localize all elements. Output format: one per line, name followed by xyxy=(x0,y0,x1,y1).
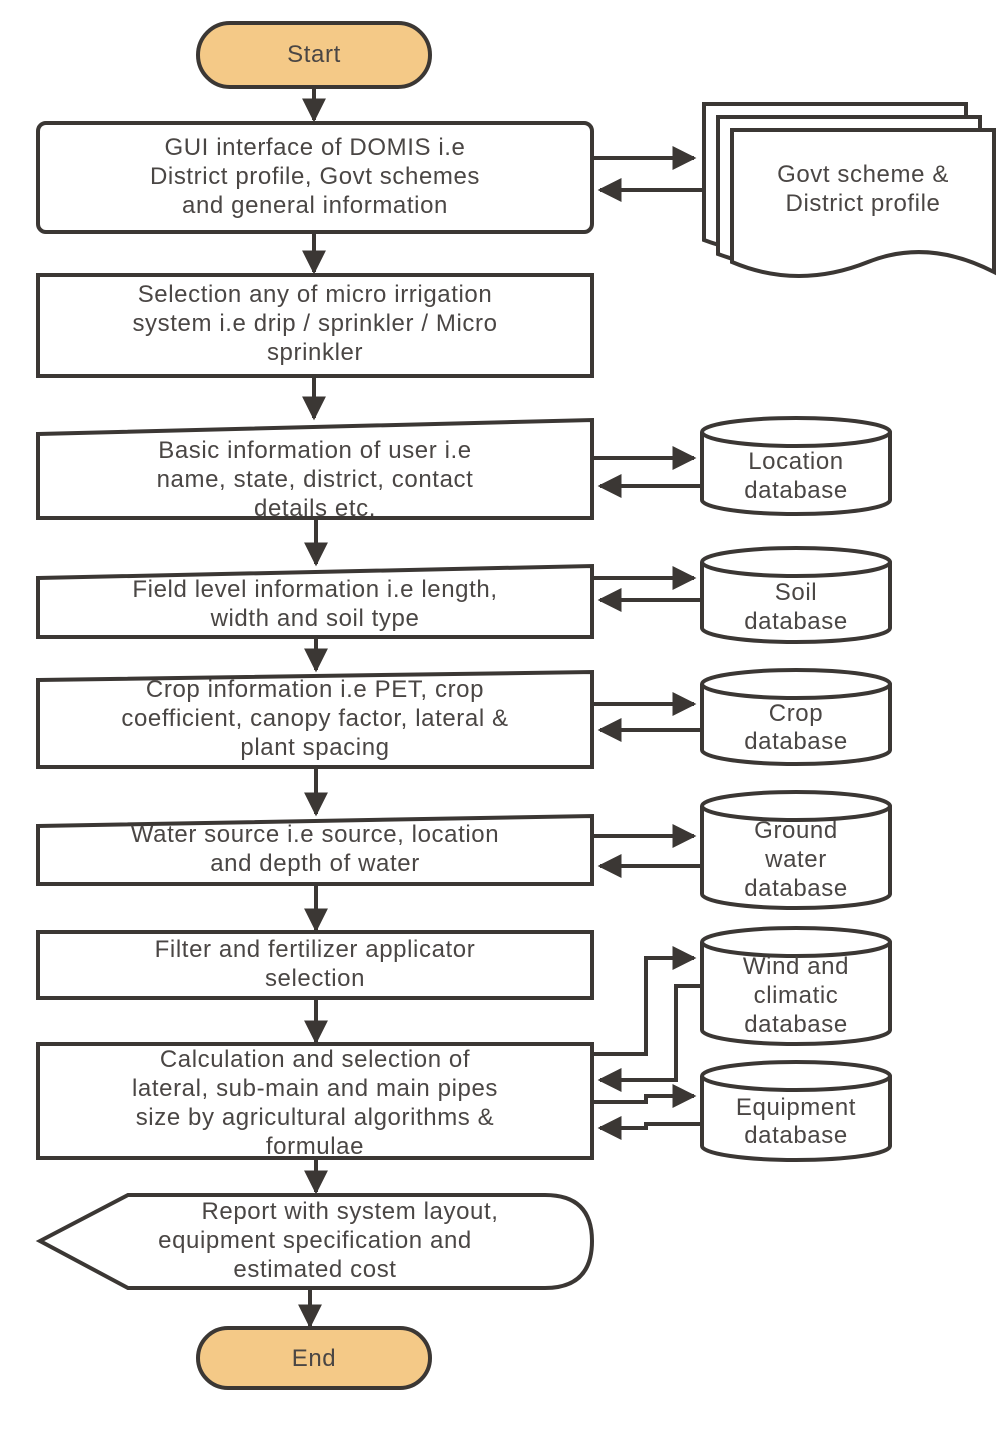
database-line: database xyxy=(744,477,848,504)
report-display: Report with system layout, equipment spe… xyxy=(35,1193,595,1290)
database-wind: Wind and climatic database xyxy=(700,926,892,1046)
database-line: Location xyxy=(748,448,844,475)
database-line: database xyxy=(744,608,848,635)
database-line: Ground xyxy=(754,817,838,844)
cylinder-top xyxy=(700,546,892,578)
step-line: Calculation and selection of xyxy=(160,1046,470,1073)
start-label: Start xyxy=(287,41,341,68)
arrow-calculation-to-wind xyxy=(592,946,697,1056)
step-line: sprinkler xyxy=(267,339,363,366)
manual-input-shape xyxy=(36,813,594,886)
database-line: database xyxy=(744,1011,848,1038)
step-gui: GUI interface of DOMIS i.e District prof… xyxy=(36,121,594,234)
step-line: system i.e drip / sprinkler / Micro xyxy=(132,310,497,337)
manual-input-shape xyxy=(36,669,594,769)
step-line: name, state, district, contact xyxy=(157,466,474,493)
end-shape xyxy=(196,1326,432,1390)
database-location: Location database xyxy=(700,416,892,516)
end-label: End xyxy=(292,1345,337,1372)
step-line: details etc. xyxy=(254,495,376,522)
cylinder-body xyxy=(700,1076,892,1162)
process-box xyxy=(36,273,594,378)
step-line: formulae xyxy=(266,1133,364,1160)
report-line: equipment specification and xyxy=(158,1227,472,1254)
step-irrigation: Selection any of micro irrigation system… xyxy=(36,273,594,378)
step-line: size by agricultural algorithms & xyxy=(136,1104,495,1131)
database-line: climatic xyxy=(754,982,839,1009)
manual-input-shape xyxy=(36,417,594,520)
database-crop: Crop database xyxy=(700,668,892,766)
step-line: selection xyxy=(265,965,365,992)
database-line: Equipment xyxy=(736,1094,856,1121)
cylinder-body xyxy=(700,562,892,644)
step-field-info: Field level information i.e length, widt… xyxy=(36,563,594,639)
step-line: Selection any of micro irrigation xyxy=(138,281,493,308)
step-line: width and soil type xyxy=(210,605,420,632)
cylinder-top xyxy=(700,1060,892,1092)
database-soil: Soil database xyxy=(700,546,892,644)
database-equipment: Equipment database xyxy=(700,1060,892,1162)
step-crop-info: Crop information i.e PET, crop coefficie… xyxy=(36,669,594,769)
cylinder-top xyxy=(700,926,892,958)
cylinder-top xyxy=(700,416,892,448)
step-line: coefficient, canopy factor, lateral & xyxy=(121,705,508,732)
cylinder-body xyxy=(700,432,892,516)
step-water-source: Water source i.e source, location and de… xyxy=(36,813,594,886)
database-line: Crop xyxy=(769,700,823,727)
step-line: lateral, sub-main and main pipes xyxy=(132,1075,498,1102)
process-box xyxy=(36,930,594,1000)
cylinder-top xyxy=(700,668,892,700)
main-flow-arrows xyxy=(298,87,328,1329)
document-line: District profile xyxy=(786,190,941,217)
database-line: database xyxy=(744,728,848,755)
document-line: Govt scheme & xyxy=(777,161,949,188)
start-terminal: Start xyxy=(196,21,432,89)
arrow-calculation-to-equipment xyxy=(592,1084,697,1108)
step-line: GUI interface of DOMIS i.e xyxy=(164,134,465,161)
database-line: Soil xyxy=(775,579,817,606)
step-line: Water source i.e source, location xyxy=(131,821,499,848)
cylinder-body xyxy=(700,942,892,1046)
documents-govt-scheme: Govt scheme & District profile xyxy=(702,102,996,278)
database-line: database xyxy=(744,1122,848,1149)
arrow-wind-to-calculation xyxy=(597,984,702,1092)
step-line: Filter and fertilizer applicator xyxy=(155,936,476,963)
cylinder-body xyxy=(700,806,892,910)
end-terminal: End xyxy=(196,1326,432,1390)
step-line: District profile, Govt schemes xyxy=(150,163,480,190)
process-box xyxy=(36,121,594,234)
step-line: and general information xyxy=(182,192,448,219)
step-line: Field level information i.e length, xyxy=(132,576,497,603)
cylinder-top xyxy=(700,790,892,822)
manual-input-shape xyxy=(36,563,594,639)
step-calculation: Calculation and selection of lateral, su… xyxy=(36,1042,594,1160)
report-line: estimated cost xyxy=(233,1256,396,1283)
document-sheet xyxy=(730,128,996,278)
step-line: and depth of water xyxy=(210,850,420,877)
display-shape xyxy=(35,1193,595,1290)
database-line: Wind and xyxy=(743,953,849,980)
step-user-info: Basic information of user i.e name, stat… xyxy=(36,417,594,522)
report-line: Report with system layout, xyxy=(201,1198,498,1225)
arrow-equipment-to-calculation xyxy=(597,1116,702,1140)
step-line: plant spacing xyxy=(240,734,389,761)
step-filter: Filter and fertilizer applicator selecti… xyxy=(36,930,594,1000)
step-line: Crop information i.e PET, crop xyxy=(146,676,484,703)
database-line: database xyxy=(744,875,848,902)
step-line: Basic information of user i.e xyxy=(158,437,472,464)
cylinder-body xyxy=(700,684,892,766)
database-groundwater: Ground water database xyxy=(700,790,892,910)
database-line: water xyxy=(764,846,827,873)
